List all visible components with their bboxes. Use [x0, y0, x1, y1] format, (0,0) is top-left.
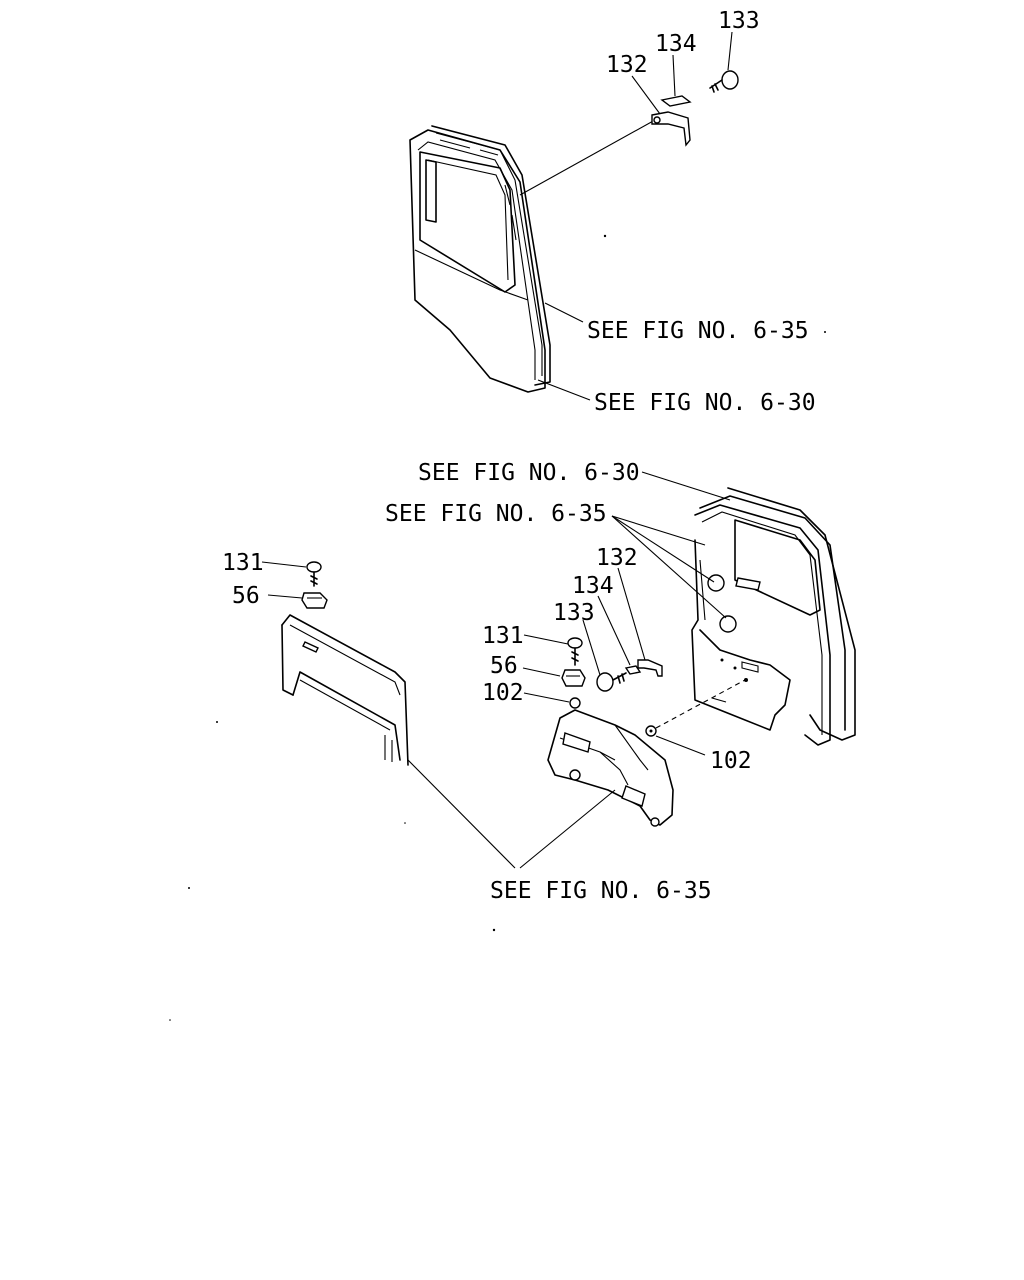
- reference-6-30-mid: SEE FIG NO. 6-30: [418, 460, 640, 486]
- dash-line-102: [655, 679, 746, 729]
- screw-131-mid: [567, 637, 583, 666]
- leader-ref-6-35-mid-c: [611, 515, 727, 619]
- reference-6-30-top: SEE FIG NO. 6-30: [594, 390, 816, 416]
- nut-102-right: [645, 725, 657, 737]
- reference-6-35-bottom: SEE FIG NO. 6-35: [490, 878, 712, 904]
- callout-131-mid: 131: [482, 623, 524, 649]
- leader-132-top: [631, 75, 661, 115]
- clip-56-left: [301, 592, 328, 609]
- leader-56-mid: [522, 667, 561, 677]
- upper-screw-133: [709, 70, 739, 93]
- callout-134-mid: 134: [572, 573, 614, 599]
- callout-132-top: 132: [606, 52, 648, 78]
- callout-134-top: 134: [655, 31, 697, 57]
- upper-door-assembly: [409, 119, 656, 393]
- leader-132-mid: [617, 567, 646, 661]
- callout-133-top: 133: [718, 8, 760, 34]
- callout-133-mid: 133: [553, 600, 595, 626]
- bracket-132-mid: [637, 659, 663, 677]
- leader-131-left: [261, 561, 307, 568]
- nut-102-mid: [569, 697, 581, 709]
- leader-134-top: [672, 54, 676, 97]
- leader-ref-6-35-top: [544, 302, 584, 323]
- leader-ref-6-30-mid: [641, 471, 731, 501]
- upper-bracket-132: [651, 111, 691, 147]
- leader-ref-6-35-mid-a: [611, 515, 706, 546]
- leader-134-mid: [597, 595, 631, 666]
- callout-102-right: 102: [710, 748, 752, 774]
- screw-131-left: [306, 561, 322, 587]
- scan-specks: [169, 234, 826, 1021]
- callout-56-left: 56: [232, 583, 260, 609]
- door-pocket-armrest: [547, 709, 674, 827]
- callout-131-left: 131: [222, 550, 264, 576]
- reference-6-35-top: SEE FIG NO. 6-35: [587, 318, 809, 344]
- right-door-assembly: [691, 487, 856, 746]
- plate-134-mid: [624, 665, 642, 675]
- screw-133-mid: [596, 672, 627, 692]
- leader-102-right: [655, 735, 706, 756]
- leader-ref-6-30-top: [537, 379, 591, 401]
- callout-132-mid: 132: [596, 545, 638, 571]
- reference-6-35-mid: SEE FIG NO. 6-35: [385, 501, 607, 527]
- leader-102-mid: [523, 692, 570, 703]
- leader-ref-6-35-bottom-b: [519, 789, 616, 869]
- leader-133-mid: [582, 619, 601, 676]
- callout-56-mid: 56: [490, 653, 518, 679]
- left-trim-panel: [281, 614, 409, 766]
- leader-133-top: [727, 31, 733, 71]
- leader-131-mid: [523, 634, 569, 645]
- callout-102-mid: 102: [482, 680, 524, 706]
- leader-ref-6-35-mid-b: [611, 515, 715, 583]
- leader-ref-6-35-bottom-a: [407, 759, 516, 869]
- upper-plate-134: [660, 95, 692, 107]
- clip-56-mid: [561, 669, 586, 687]
- leader-56-left: [267, 594, 303, 599]
